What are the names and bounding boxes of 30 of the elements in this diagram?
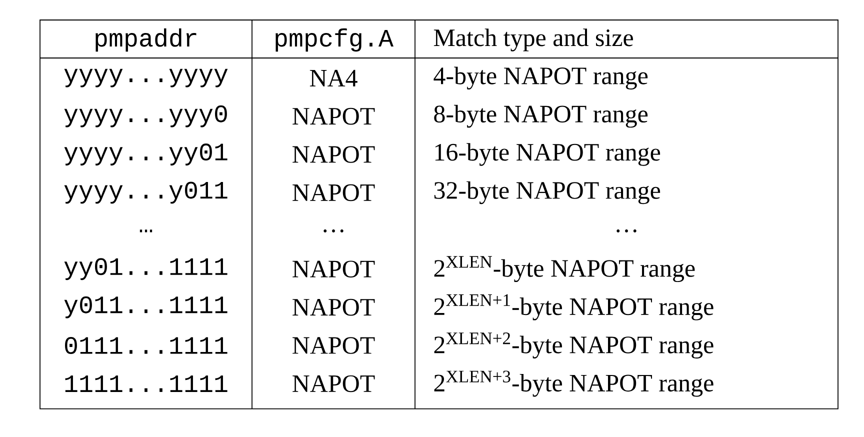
table-cell: y011...1111: [64, 296, 228, 318]
table-cell: 2$^{XLEN+2}$-byte NAPOT range: [434, 332, 714, 358]
table-cell: 2$^{XLEN+3}$-byte NAPOT range: [434, 370, 714, 397]
table-cell: NAPOT: [292, 375, 375, 392]
table-cell: NAPOT: [292, 337, 375, 354]
table-cell: 4-byte NAPOT range: [434, 66, 648, 90]
table-cell: …: [324, 229, 344, 232]
table-cell: yyyy...yyyy: [64, 68, 228, 88]
table-cell: NAPOT: [292, 260, 375, 278]
table-cell: pmpaddr: [96, 28, 196, 52]
table-cell: NAPOT: [292, 298, 375, 316]
table-cell: pmpcfg.A: [276, 28, 394, 52]
table-cell: 2$^{XLEN}$-byte NAPOT range: [434, 256, 695, 282]
table-cell: Match type and size: [434, 28, 633, 52]
table-cell: …: [140, 230, 152, 232]
table-cell: yyyy...yyy0: [64, 105, 227, 128]
table-cell: NAPOT: [292, 108, 375, 125]
table-cell: 2$^{XLEN+1}$-byte NAPOT range: [434, 294, 714, 320]
table-cell: NA4: [310, 70, 358, 86]
table-cell: 0111...1111: [65, 337, 228, 354]
table-cell: 16-byte NAPOT range: [435, 143, 660, 166]
table-cell: 8-byte NAPOT range: [434, 104, 648, 128]
table-cell: yy01...1111: [64, 258, 228, 280]
table-cell: …: [616, 229, 636, 232]
table-cell: 1111...1111: [65, 375, 228, 392]
table-cell: 32-byte NAPOT range: [434, 181, 660, 204]
table-cell: yyyy...yy01: [64, 144, 228, 166]
table-cell: yyyy...y011: [64, 182, 228, 204]
table-cell: NAPOT: [292, 184, 375, 202]
table-cell: NAPOT: [292, 146, 375, 163]
